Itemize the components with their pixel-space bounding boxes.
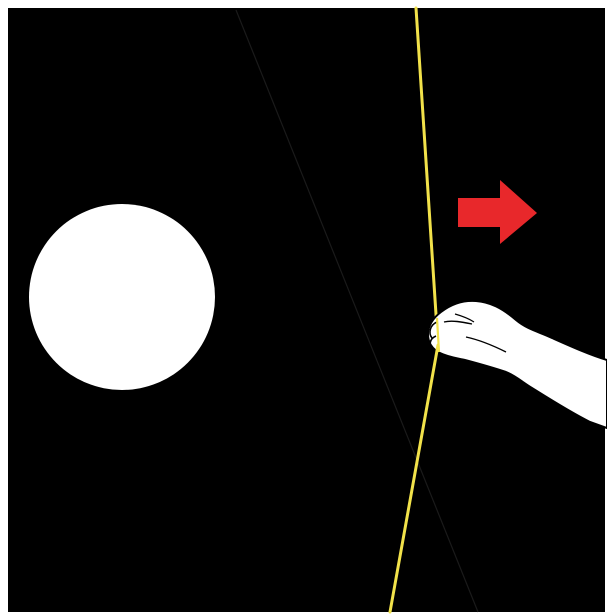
red-arrow-right-icon [458, 180, 537, 244]
yellow-string-lower [388, 343, 440, 614]
white-ball [29, 204, 215, 390]
yellow-string-upper [414, 6, 440, 347]
yellow-string-grip [435, 317, 441, 353]
hand-icon [427, 299, 607, 429]
faint-diagonal-line [235, 9, 479, 613]
